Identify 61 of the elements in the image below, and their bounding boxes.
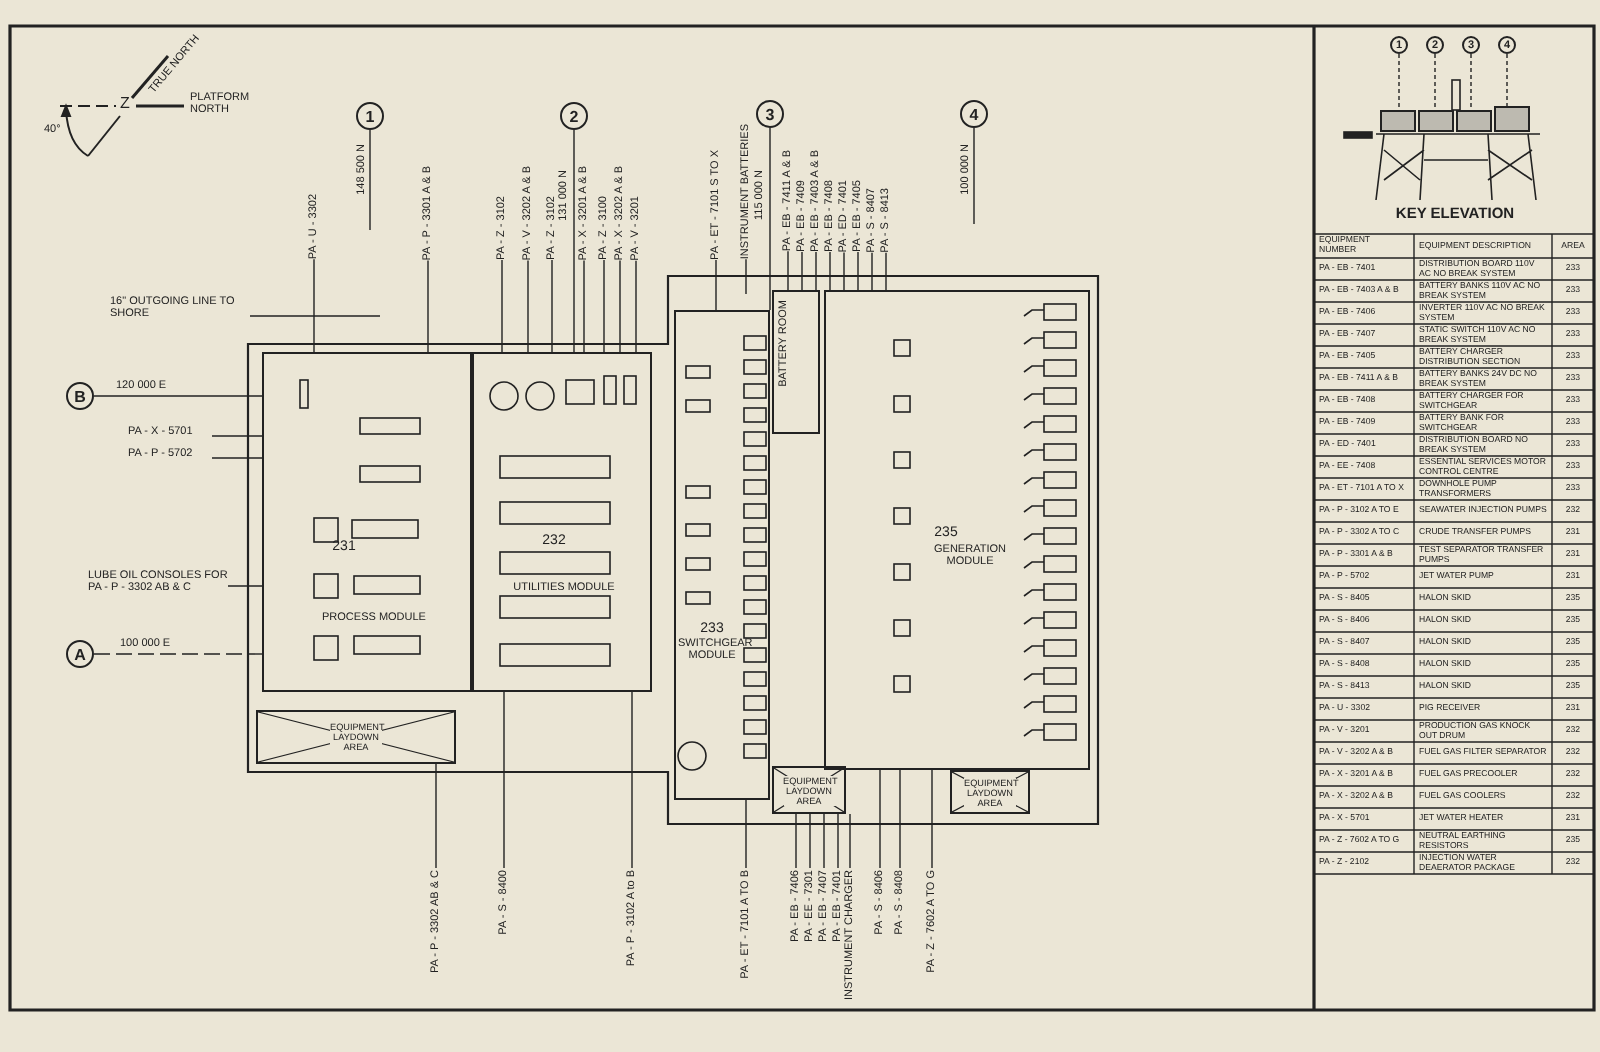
- leader-line: [801, 251, 803, 291]
- grid-line: [769, 127, 771, 311]
- leader-line: [635, 259, 637, 353]
- grid-marker: 4: [960, 100, 988, 128]
- grid-marker: 1: [356, 102, 384, 130]
- leader-line: [931, 769, 933, 869]
- leader-line: [829, 251, 831, 291]
- leader-line: [249, 315, 381, 317]
- leader-line: [1506, 53, 1508, 107]
- grid-line: [93, 653, 263, 655]
- grid-marker: A: [66, 640, 94, 668]
- leader-line: [583, 259, 585, 353]
- compass-letter: Z: [120, 96, 132, 114]
- leader-line: [427, 259, 429, 353]
- leader-line: [823, 813, 825, 869]
- leader-line: [837, 813, 839, 869]
- leader-line: [745, 258, 747, 295]
- deck-module: [1418, 110, 1454, 132]
- leader-line: [1470, 53, 1472, 111]
- leader-line: [871, 251, 873, 291]
- leader-line: [1434, 53, 1436, 111]
- leader-line: [857, 251, 859, 291]
- grid-line: [369, 129, 371, 231]
- module-area: [472, 352, 652, 692]
- leader-line: [885, 251, 887, 291]
- leader-line: [211, 457, 263, 459]
- grid-marker: B: [66, 382, 94, 410]
- battery-room-area: [772, 290, 820, 434]
- leader-line: [1398, 53, 1400, 111]
- leader-line: [527, 259, 529, 353]
- leader-line: [787, 250, 789, 291]
- leader-line: [879, 769, 881, 869]
- grid-line: [973, 127, 975, 225]
- deck-module: [1456, 110, 1492, 132]
- leader-line: [631, 691, 633, 869]
- leader-line: [603, 259, 605, 353]
- deck-module: [1494, 106, 1530, 132]
- leader-line: [313, 258, 315, 353]
- grid-line: [573, 129, 575, 353]
- leader-line: [227, 585, 263, 587]
- deck-module: [1380, 110, 1416, 132]
- leader-line: [501, 259, 503, 353]
- leader-line: [809, 813, 811, 869]
- grid-marker: 3: [756, 100, 784, 128]
- leader-line: [551, 259, 553, 353]
- leader-line: [843, 251, 845, 291]
- leader-line: [795, 813, 797, 869]
- leader-line: [435, 763, 437, 869]
- module-area: [824, 290, 1090, 770]
- grid-marker: 2: [560, 102, 588, 130]
- leader-line: [899, 769, 901, 869]
- leader-line: [619, 259, 621, 353]
- module-area: [674, 310, 770, 800]
- leader-line: [211, 435, 263, 437]
- leader-line: [815, 251, 817, 291]
- leader-line: [745, 799, 747, 869]
- leader-line: [715, 259, 717, 311]
- leader-line: [849, 813, 851, 869]
- grid-line: [93, 395, 263, 397]
- module-area: [262, 352, 472, 692]
- leader-line: [503, 691, 505, 869]
